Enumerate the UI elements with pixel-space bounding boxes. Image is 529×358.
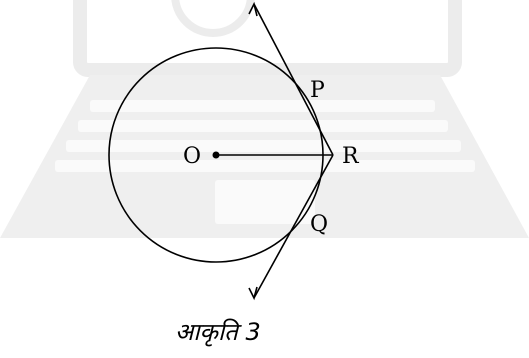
label-P: P (310, 78, 325, 103)
laptop-watermark (73, 0, 462, 77)
figure-caption: आकृति 3 (175, 318, 261, 347)
label-R: R (342, 144, 360, 169)
arrowhead-lower (248, 286, 258, 301)
geometry (108, 1, 334, 301)
laptop-base (0, 75, 529, 238)
arrowhead-upper (248, 1, 258, 17)
tangent-RQ-ray (253, 154, 334, 299)
laptop-screen-logo (171, 0, 255, 37)
label-O: O (183, 144, 201, 169)
laptop-keys (55, 100, 475, 224)
label-Q: Q (310, 212, 328, 237)
laptop-keyboard-watermark (0, 75, 529, 238)
tangent-RP-ray (253, 3, 334, 156)
center-point-O (212, 151, 220, 159)
laptop-screen (73, 0, 462, 77)
